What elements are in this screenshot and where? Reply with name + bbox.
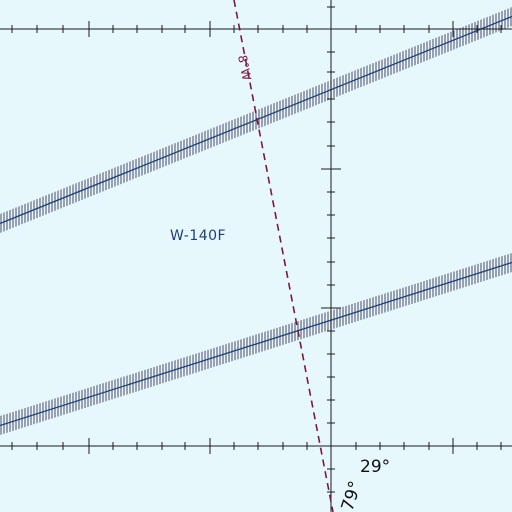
airway-upper [0, 7, 512, 233]
isogonic-label: 8°W [235, 54, 254, 82]
graticule-bottom [0, 438, 512, 454]
airway-lower-centerline [0, 261, 512, 427]
isogonic-line [233, 0, 334, 512]
latitude-label: 29° [360, 457, 390, 477]
graticule-meridian [321, 0, 341, 512]
graticule-top [0, 21, 512, 37]
airway-upper-centerline [0, 15, 512, 225]
airway-lower [0, 253, 512, 435]
airspace-label: W-140F [170, 228, 226, 244]
